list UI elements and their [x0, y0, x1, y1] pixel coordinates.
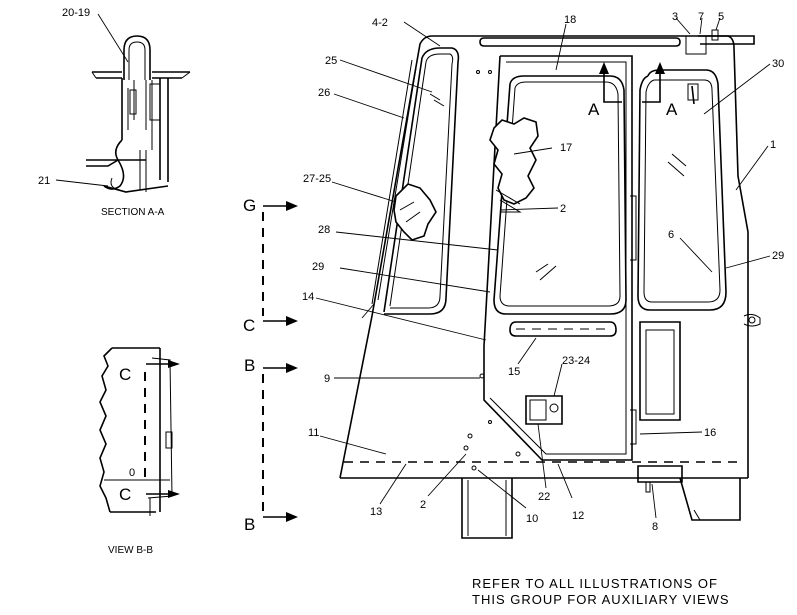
cab-body — [339, 29, 761, 539]
callout-15: 15 — [508, 366, 520, 378]
callout-12: 12 — [572, 510, 584, 522]
callout-2-bottom: 2 — [420, 499, 426, 511]
view-letters: G C B B A A C C 0 — [119, 100, 678, 534]
callout-6: 6 — [668, 229, 674, 241]
callout-10: 10 — [526, 513, 538, 525]
callout-11: 11 — [308, 427, 319, 439]
callout-29-right: 29 — [772, 250, 784, 262]
note-line-1: REFER TO ALL ILLUSTRATIONS OF — [472, 576, 718, 591]
view-bb-caption: VIEW B-B — [108, 545, 153, 556]
callout-9: 9 — [324, 373, 330, 385]
section-aa-detail — [55, 13, 191, 193]
callout-30: 30 — [772, 58, 784, 70]
section-aa-caption: SECTION A-A — [101, 207, 165, 218]
callout-29-left: 29 — [312, 261, 324, 273]
view-bb-detail — [99, 347, 180, 516]
callout-25: 25 — [325, 55, 337, 67]
callout-18: 18 — [564, 14, 576, 26]
callout-21: 21 — [38, 175, 50, 187]
view-letter-b-top: B — [244, 356, 255, 375]
callout-27-25: 27-25 — [303, 173, 331, 185]
callout-16: 16 — [704, 427, 716, 439]
callout-28: 28 — [318, 224, 330, 236]
view-letter-a-left: A — [588, 100, 600, 119]
leader-lines — [315, 17, 771, 519]
view-letter-g: G — [243, 196, 256, 215]
view-letter-b-bottom: B — [244, 515, 255, 534]
fasteners — [463, 70, 756, 471]
callout-labels: 20-19 21 4-2 18 3 7 5 25 30 26 17 1 27-2… — [38, 7, 784, 533]
callout-20-19: 20-19 — [62, 7, 90, 19]
view-indicators — [262, 201, 298, 522]
view-letter-c: C — [243, 316, 255, 335]
view-letter-a-right: A — [666, 100, 678, 119]
callout-22: 22 — [538, 491, 550, 503]
callout-23-24: 23-24 — [562, 355, 590, 367]
note-line-2: THIS GROUP FOR AUXILIARY VIEWS — [472, 592, 730, 607]
callout-1: 1 — [770, 139, 776, 151]
callout-4-2: 4-2 — [372, 17, 388, 29]
view-letter-c-lower: C — [119, 485, 131, 504]
callout-7: 7 — [698, 11, 704, 23]
callout-17: 17 — [560, 142, 572, 154]
zero-mark: 0 — [129, 467, 135, 479]
callout-5: 5 — [718, 11, 724, 23]
view-letter-c-upper: C — [119, 365, 131, 384]
callout-14: 14 — [302, 291, 314, 303]
callout-8: 8 — [652, 521, 658, 533]
callout-3: 3 — [672, 11, 678, 23]
callout-2-door: 2 — [560, 203, 566, 215]
callout-26: 26 — [318, 87, 330, 99]
callout-13: 13 — [370, 506, 382, 518]
